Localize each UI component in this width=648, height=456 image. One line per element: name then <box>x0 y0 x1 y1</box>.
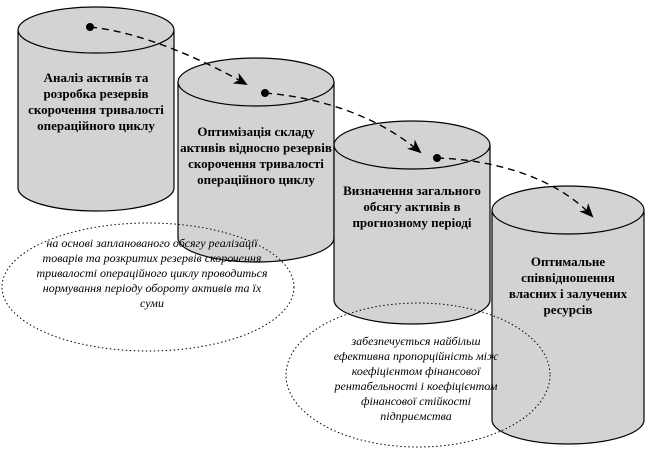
step-2-label: Оптимізація складу активів відносно резе… <box>180 124 332 187</box>
cylinder-step-3 <box>333 120 491 325</box>
note-ellipse-2 <box>285 302 551 448</box>
connector-1 <box>86 23 248 85</box>
cylinder-step-1 <box>17 6 175 212</box>
connector-2 <box>261 89 422 154</box>
step-1-label: Аналіз активів та розробка резервів скор… <box>28 70 164 133</box>
note-1: на основі запланованого обсягу реалізаці… <box>36 236 268 310</box>
cylinder-step-2 <box>177 57 335 263</box>
step-3-label: Визначення загального обсягу активів в п… <box>343 183 481 230</box>
cylinder-step-4 <box>491 185 645 445</box>
note-ellipse-1 <box>1 222 295 352</box>
step-4-label: Оптимальне співвідношення власних і залу… <box>508 254 628 317</box>
connector-3 <box>433 154 594 218</box>
note-2: забезпечується найбільш ефективна пропор… <box>333 334 499 423</box>
